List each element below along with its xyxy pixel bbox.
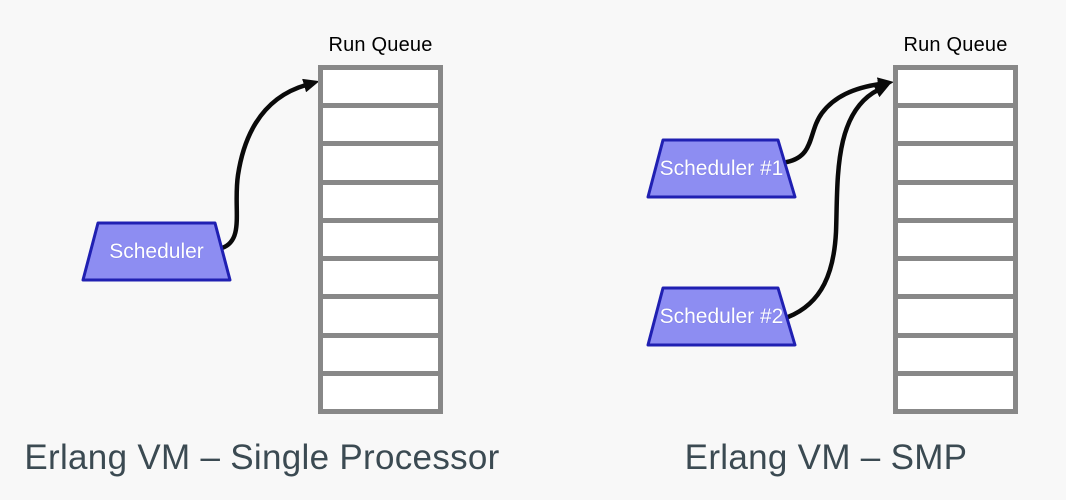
queue-cell [898,222,1013,262]
queue-cell [323,222,438,262]
single-processor-panel: Run Queue Scheduler Erlang VM – Single P… [24,34,500,477]
queue-cell [323,70,438,109]
queue-cell [898,184,1013,223]
queue-cell [898,108,1013,147]
queue-cell [898,375,1013,409]
queue-cell [898,299,1013,338]
smp-panel: Run Queue Scheduler #1 Scheduler #2 Erla… [533,0,1066,500]
queue-cell [898,146,1013,185]
queue-cell [323,375,438,409]
queue-cell [323,261,438,300]
queue-cell [898,337,1013,376]
scheduler1-label: Scheduler #1 [659,156,784,180]
queue-cell [323,146,438,185]
run-queue [318,65,443,414]
run-queue-title: Run Queue [903,34,1008,56]
scheduler-to-queue-arrow [219,78,320,251]
scheduler2-to-queue-arrow [785,83,891,320]
panel-caption: Erlang VM – Single Processor [24,438,500,477]
queue-cell [323,108,438,147]
scheduler2-label: Scheduler #2 [659,304,784,328]
scheduler1-to-queue-arrow [784,77,894,165]
run-queue-title: Run Queue [328,34,433,56]
queue-cell [323,184,438,223]
run-queue [893,65,1018,414]
queue-cell [898,70,1013,109]
single-processor-shapes [81,78,320,282]
queue-cell [898,261,1013,300]
scheduler-label: Scheduler [109,239,204,263]
panel-caption: Erlang VM – SMP [684,438,968,477]
queue-cell [323,337,438,376]
queue-cell [323,299,438,338]
